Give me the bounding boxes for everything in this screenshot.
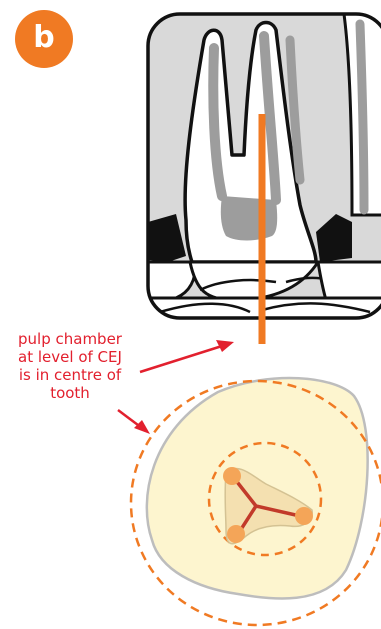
caption-text: pulp chamber at level of CEJ is in centr… bbox=[0, 330, 140, 402]
panel-label-badge: b bbox=[15, 10, 73, 68]
pulp-chamber-section bbox=[221, 196, 277, 241]
distobuccal-canal-orifice bbox=[295, 507, 313, 525]
tooth-section-panel bbox=[148, 14, 381, 344]
mesiobuccal-canal-orifice bbox=[223, 467, 241, 485]
palatal-canal-orifice bbox=[227, 525, 245, 543]
caption-line-3: is in centre of bbox=[0, 366, 140, 384]
caption-line-2: at level of CEJ bbox=[0, 348, 140, 366]
caption-line-1: pulp chamber bbox=[0, 330, 140, 348]
tooth-cross-section bbox=[131, 378, 381, 625]
caption-line-4: tooth bbox=[0, 384, 140, 402]
